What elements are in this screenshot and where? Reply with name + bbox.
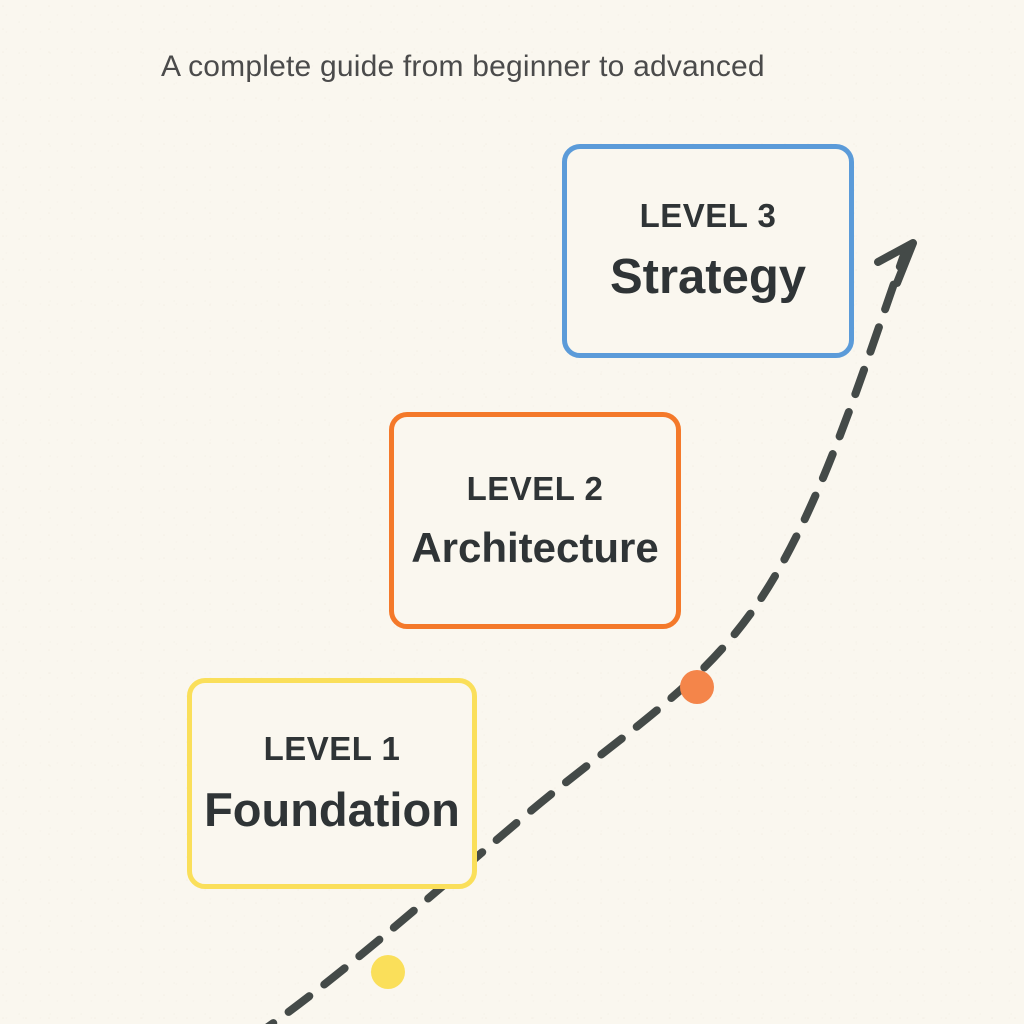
page-subtitle: A complete guide from beginner to advanc… xyxy=(161,50,765,83)
level-1-title: Foundation xyxy=(204,783,460,836)
milestone-dot-level-1 xyxy=(371,955,405,989)
level-card-strategy[interactable]: LEVEL 3 Strategy xyxy=(562,144,854,358)
level-card-foundation[interactable]: LEVEL 1 Foundation xyxy=(187,678,477,889)
upward-dashed-growth-arrow xyxy=(265,248,909,1024)
level-card-architecture[interactable]: LEVEL 2 Architecture xyxy=(389,412,681,629)
level-3-title: Strategy xyxy=(609,250,807,304)
level-3-kicker: LEVEL 3 xyxy=(639,197,777,234)
level-2-title: Architecture xyxy=(411,523,659,571)
level-1-kicker: LEVEL 1 xyxy=(263,730,401,767)
arrowhead-icon xyxy=(874,239,917,287)
level-2-kicker: LEVEL 2 xyxy=(466,469,604,507)
milestone-dot-level-2 xyxy=(680,670,714,704)
